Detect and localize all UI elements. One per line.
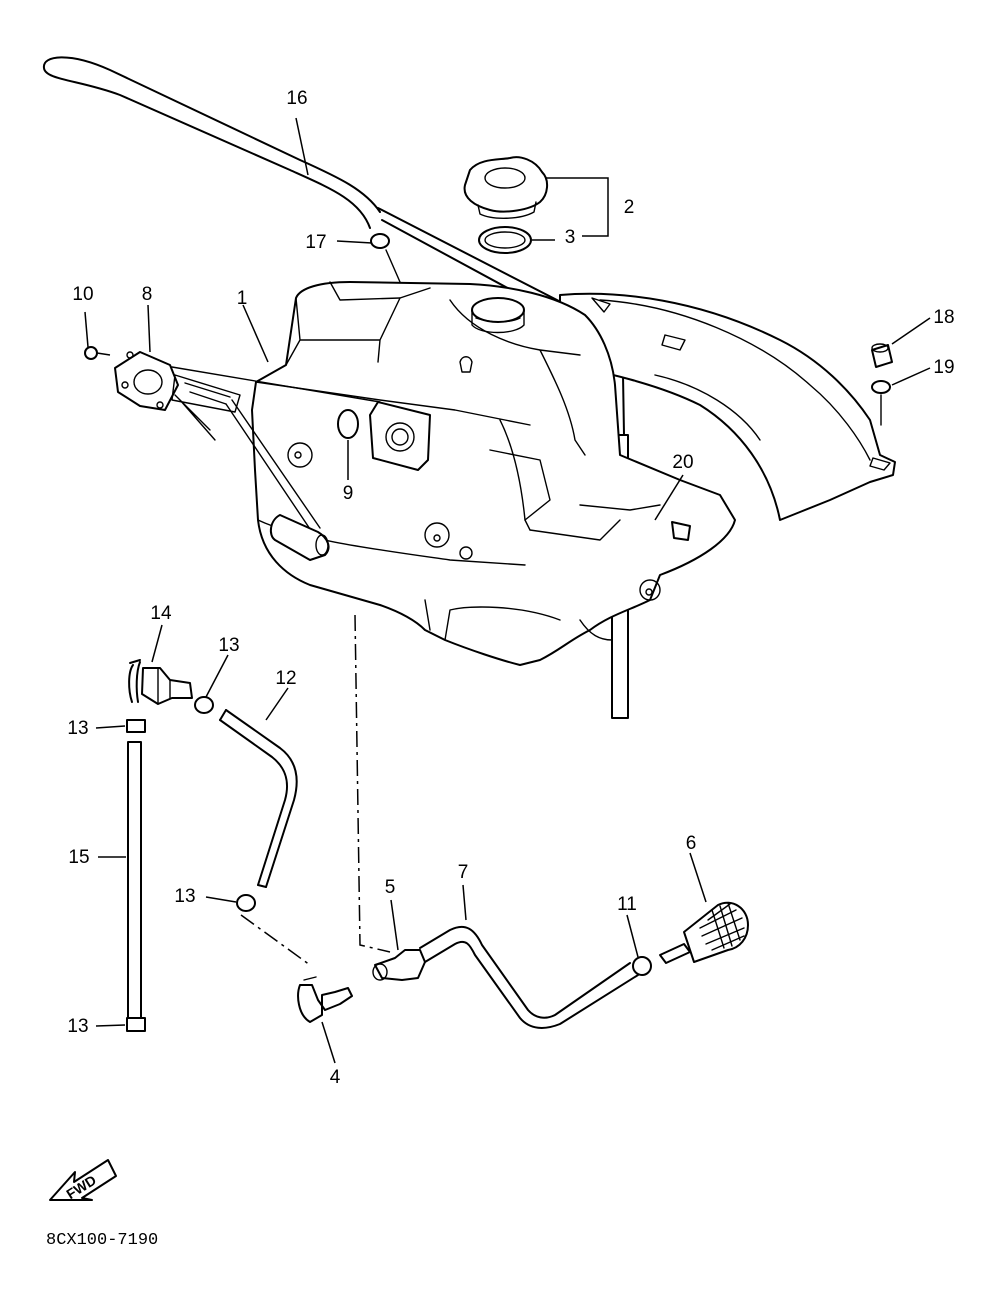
callout-labels: 16 2 3 17 10 8 1 18 19 9 20 14 13 12 13 …: [67, 88, 954, 1088]
dashed-hose-path: [240, 914, 311, 966]
callout-3: 3: [565, 227, 576, 248]
fuel-sender-8: [114, 351, 330, 561]
callout-4: 4: [330, 1067, 341, 1088]
callout-13-c: 13: [174, 886, 195, 907]
clamp-13-mid: [236, 894, 256, 912]
callout-6: 6: [686, 833, 697, 854]
hose-15: [127, 741, 142, 1021]
diagram-code: 8CX100-7190: [46, 1231, 158, 1250]
fuel-cap-2: [463, 156, 548, 219]
callout-13-a: 13: [218, 635, 239, 656]
fitting-5: [372, 949, 426, 981]
collar-19: [871, 380, 891, 394]
callout-16: 16: [286, 88, 307, 109]
leader-lines: [84, 117, 931, 1064]
callout-15: 15: [68, 847, 89, 868]
callout-18: 18: [933, 307, 954, 328]
fuel-cock-14: [128, 659, 193, 705]
callout-11: 11: [617, 894, 637, 915]
screw-10: [84, 346, 111, 360]
callout-17: 17: [305, 232, 326, 253]
clamp-13-upper: [194, 696, 214, 714]
fitting-4: [297, 976, 353, 1023]
callout-20: 20: [672, 452, 693, 473]
callout-19: 19: [933, 357, 954, 378]
fuel-filter-6: [659, 901, 749, 964]
callout-5: 5: [385, 877, 396, 898]
callout-14: 14: [150, 603, 172, 624]
clamp-13-left-top: [126, 719, 146, 733]
clamp-13-left-bottom: [126, 1017, 146, 1032]
fuel-tank-1: [251, 281, 896, 666]
sender-leader-line: [171, 366, 381, 403]
damper-18: [871, 343, 893, 368]
callout-12: 12: [275, 668, 296, 689]
hose-12: [219, 709, 298, 888]
clamp-17: [370, 233, 401, 283]
callout-13-b: 13: [67, 718, 88, 739]
callout-2: 2: [624, 197, 635, 218]
fwd-arrow: FWD: [49, 1159, 117, 1202]
callout-10: 10: [72, 284, 93, 305]
callout-7: 7: [458, 862, 469, 883]
callout-13-d: 13: [67, 1016, 88, 1037]
hose-7: [419, 925, 639, 1029]
callout-9: 9: [343, 483, 354, 504]
clamp-11: [632, 956, 652, 976]
callout-8: 8: [142, 284, 153, 305]
gasket-3: [478, 226, 532, 254]
callout-1: 1: [237, 288, 248, 309]
dashed-vent-path: [354, 614, 391, 953]
